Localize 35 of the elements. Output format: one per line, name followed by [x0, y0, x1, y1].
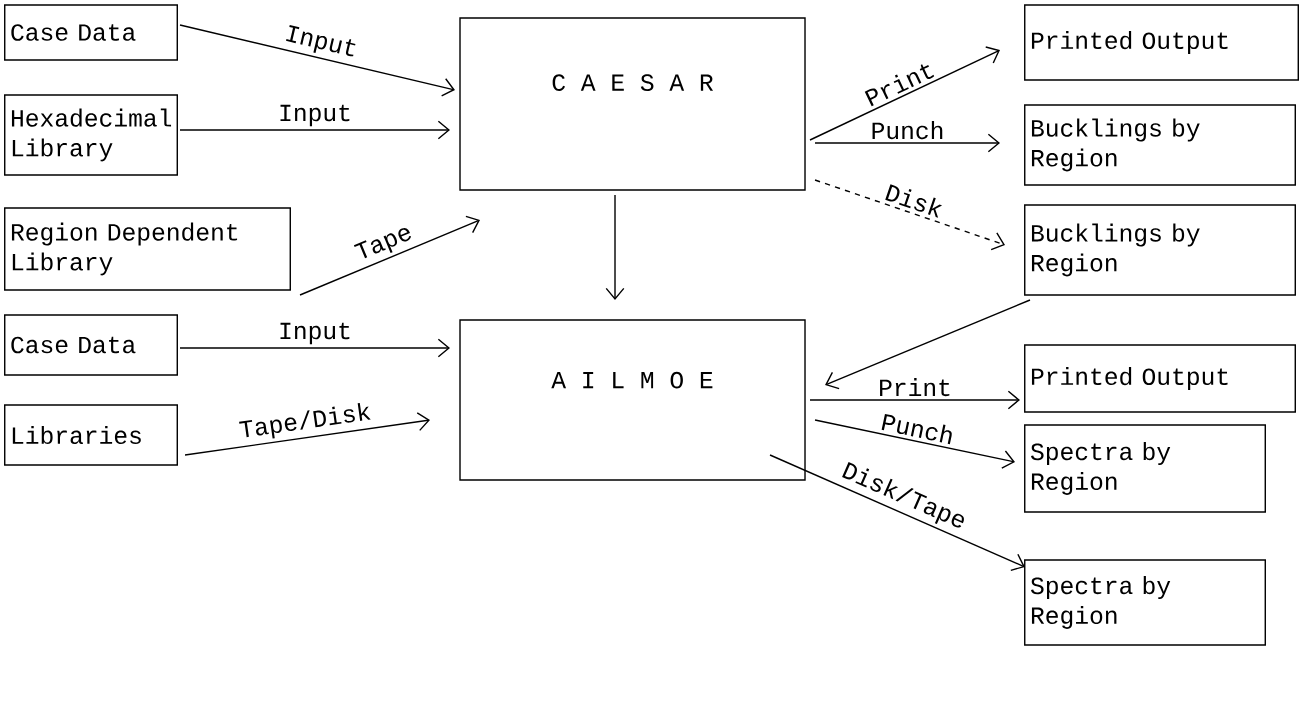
data-box: Case Data [4, 4, 178, 61]
data-box: Bucklings by Region [1024, 204, 1296, 296]
edge-label: Tape [350, 220, 419, 268]
edge-label: Punch [877, 409, 958, 447]
edge-label: Tape/Disk [235, 399, 375, 446]
arrow [179, 24, 455, 97]
arrow [825, 299, 1031, 390]
program-box: A I L M O E [459, 319, 806, 481]
data-box: Region Dependent Library [4, 207, 291, 291]
data-box: Case Data [4, 314, 178, 376]
edge-label: Print [876, 376, 954, 398]
arrow [179, 120, 450, 140]
edge-label: Disk [881, 179, 948, 221]
data-box: Printed Output [1024, 344, 1296, 413]
edge-label: Punch [868, 119, 947, 141]
data-box: Libraries [4, 404, 178, 466]
arrow [809, 390, 1020, 410]
arrow [814, 133, 1000, 153]
arrow [769, 454, 1025, 572]
data-box: Hexadecimal Library [4, 94, 178, 176]
data-box: Spectra by Region [1024, 424, 1266, 513]
arrow [184, 412, 430, 456]
edge-label: Input [276, 320, 354, 346]
arrow [179, 338, 450, 358]
arrow [605, 194, 625, 300]
arrow [814, 179, 1006, 251]
data-box: Printed Output [1024, 4, 1299, 81]
program-box: C A E S A R [459, 17, 806, 191]
edge-label: Input [280, 22, 362, 65]
arrow [814, 419, 1015, 469]
data-box: Bucklings by Region [1024, 104, 1296, 186]
arrow [809, 46, 1000, 141]
edge-label: Input [276, 102, 354, 128]
data-box: Spectra by Region [1024, 559, 1266, 646]
arrow [299, 215, 480, 296]
